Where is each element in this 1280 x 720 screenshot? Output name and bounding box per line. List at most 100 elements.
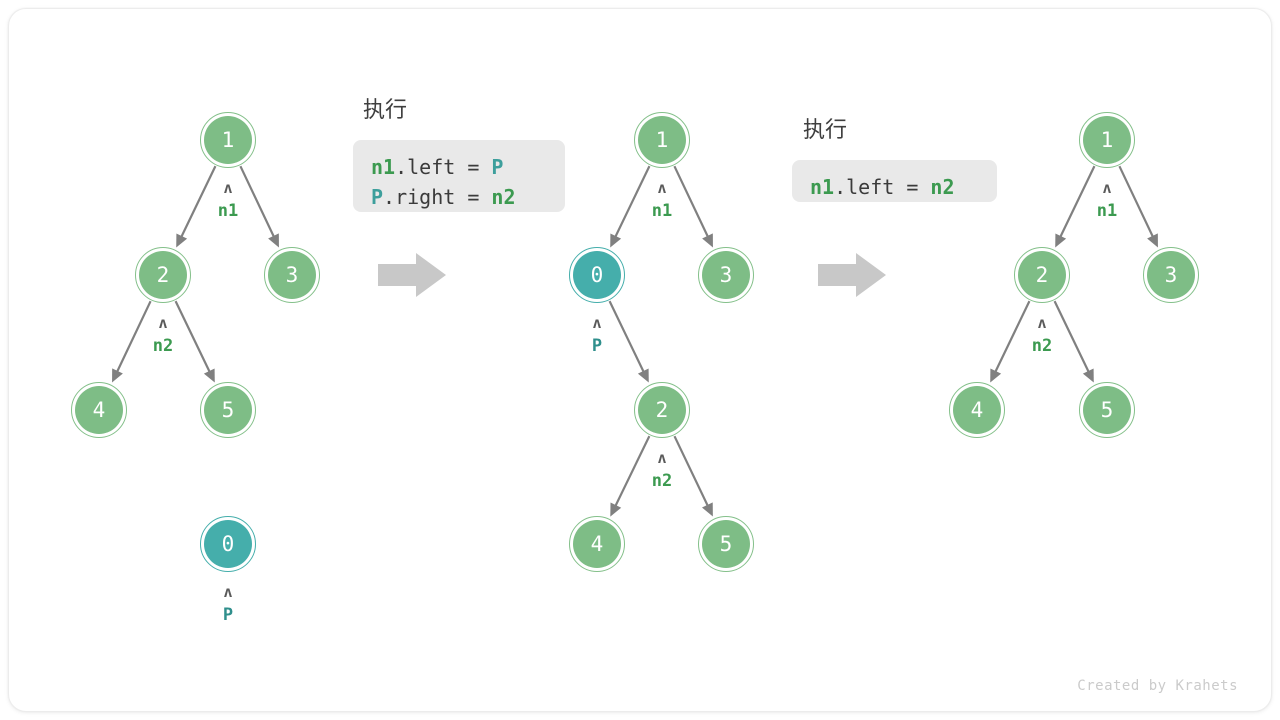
tree-edge [1118, 165, 1158, 248]
tree-node-2: 2 [1014, 247, 1070, 303]
pointer-caret-icon: ʌ [657, 449, 667, 467]
tree-node-4: 4 [949, 382, 1005, 438]
pointer-n2: ʌ n2 [1002, 314, 1082, 356]
node-ring [1014, 247, 1070, 303]
pointer-label: n2 [651, 471, 673, 491]
pointer-label: n2 [1031, 336, 1053, 356]
pointer-caret-icon: ʌ [657, 179, 667, 197]
code-token: n2 [930, 175, 955, 199]
node-value: 1 [655, 127, 669, 152]
pointer-n1: ʌ n1 [1067, 179, 1147, 221]
node-value: 4 [92, 397, 106, 422]
node-disc [573, 520, 621, 568]
tree-edge [610, 165, 651, 248]
code-token: P [491, 155, 504, 179]
pointer-caret-icon: ʌ [1102, 179, 1112, 197]
node-ring [569, 247, 625, 303]
node-disc [702, 251, 750, 299]
code-token: .right = [383, 185, 492, 209]
node-value: 3 [285, 262, 299, 287]
tree-node-5: 5 [1079, 382, 1135, 438]
node-disc [204, 116, 252, 164]
node-ring [949, 382, 1005, 438]
node-value: 2 [156, 262, 170, 287]
node-disc [638, 116, 686, 164]
node-value: 3 [719, 262, 733, 287]
tree-node-4: 4 [569, 516, 625, 572]
node-ring [264, 247, 320, 303]
node-ring [1079, 382, 1135, 438]
code-token: n2 [491, 185, 516, 209]
node-value: 0 [221, 531, 235, 556]
tree-node-3: 3 [264, 247, 320, 303]
tree-node-2: 2 [135, 247, 191, 303]
tree-node-3: 3 [1143, 247, 1199, 303]
pointer-caret-icon: ʌ [592, 314, 602, 332]
tree-node-5: 5 [200, 382, 256, 438]
pointer-label: n1 [651, 201, 673, 221]
pointer-caret-icon: ʌ [223, 583, 233, 601]
node-disc [702, 520, 750, 568]
node-disc [139, 251, 187, 299]
node-ring [200, 382, 256, 438]
tree-node-1: 1 [1079, 112, 1135, 168]
node-ring [71, 382, 127, 438]
code-token: P [371, 185, 384, 209]
tree-node-2: 2 [634, 382, 690, 438]
pointer-label: P [222, 605, 234, 625]
node-value: 2 [655, 397, 669, 422]
node-ring [698, 516, 754, 572]
node-value: 1 [1100, 127, 1114, 152]
node-disc [204, 386, 252, 434]
node-disc [573, 251, 621, 299]
edges-group [112, 165, 1158, 517]
node-ring [200, 112, 256, 168]
node-disc [1018, 251, 1066, 299]
pointer-n1: ʌ n1 [622, 179, 702, 221]
node-ring [135, 247, 191, 303]
flow-arrow-2 [818, 253, 886, 297]
exec-heading-1: 执行 [363, 98, 408, 123]
credit-text: Created by Krahets [1077, 678, 1238, 694]
block-arrow-shape [378, 253, 446, 297]
block-arrow-shape [818, 253, 886, 297]
node-disc [638, 386, 686, 434]
tree-node-5: 5 [698, 516, 754, 572]
node-disc [953, 386, 1001, 434]
code-token: .left = [395, 155, 492, 179]
pointer-label: n1 [1096, 201, 1118, 221]
node-value: 2 [1035, 262, 1049, 287]
node-ring [1143, 247, 1199, 303]
pointer-caret-icon: ʌ [158, 314, 168, 332]
node-value: 5 [719, 531, 733, 556]
tree-edge [990, 300, 1031, 383]
pointer-caret-icon: ʌ [1037, 314, 1047, 332]
tree-node-1: 1 [634, 112, 690, 168]
code-line: n1.left = P [371, 152, 547, 182]
tree-edge [610, 435, 651, 517]
tree-edge [176, 165, 217, 248]
code-token: .left = [834, 175, 931, 199]
tree-edge [174, 300, 215, 383]
node-ring [634, 382, 690, 438]
tree-node-0: 0 [200, 516, 256, 572]
code-token: n1 [371, 155, 396, 179]
exec-heading-2: 执行 [803, 118, 848, 143]
node-disc [75, 386, 123, 434]
tree-node-1: 1 [200, 112, 256, 168]
node-disc [1147, 251, 1195, 299]
tree-node-3: 3 [698, 247, 754, 303]
code-token: n1 [810, 175, 835, 199]
pointer-n2: ʌ n2 [622, 449, 702, 491]
node-ring [569, 516, 625, 572]
code-line: P.right = n2 [371, 182, 547, 212]
tree-edge [112, 300, 152, 383]
node-value: 1 [221, 127, 235, 152]
tree-node-0: 0 [569, 247, 625, 303]
node-value: 3 [1164, 262, 1178, 287]
